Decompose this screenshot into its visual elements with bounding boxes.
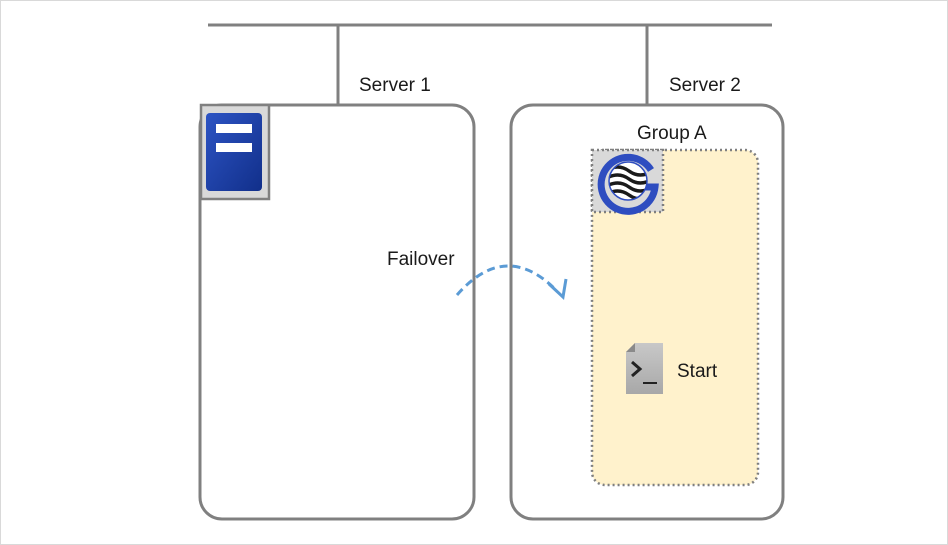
- server-icon: [199, 103, 271, 201]
- script-label: Start: [677, 361, 718, 382]
- group-label: Group A: [637, 123, 707, 144]
- script-icon: [626, 343, 663, 394]
- group-resource-icon: [590, 148, 665, 215]
- server-2-label: Server 2: [669, 75, 741, 96]
- group-a-box: [590, 148, 760, 487]
- failover-label: Failover: [387, 249, 455, 270]
- failover-arrow: [455, 264, 568, 300]
- server-1-label: Server 1: [359, 75, 431, 96]
- server-1-box: [198, 103, 476, 521]
